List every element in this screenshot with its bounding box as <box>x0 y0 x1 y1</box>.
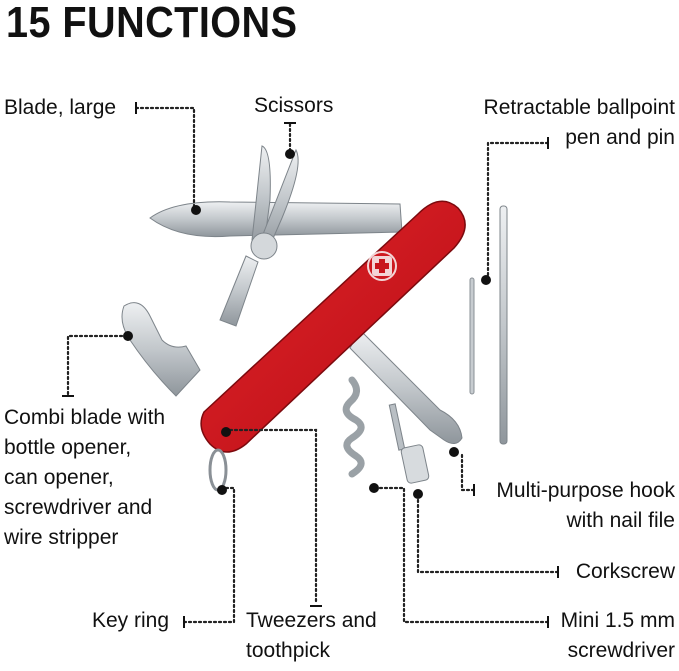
label-combi-blade: Combi blade with bottle opener, can open… <box>4 403 165 553</box>
label-combi-line3: can opener, <box>4 466 114 489</box>
label-combi-line5: wire stripper <box>4 526 119 549</box>
leader-ticks <box>62 102 559 628</box>
label-pen-line2: pen and pin <box>565 126 675 149</box>
swiss-cross-shield-icon <box>367 251 397 281</box>
combi-blade <box>121 302 201 397</box>
scissors <box>219 145 299 327</box>
label-combi-line1: Combi blade with <box>4 406 166 429</box>
label-blade-large: Blade, large <box>4 96 117 119</box>
label-scissors: Scissors <box>254 94 334 117</box>
label-pen-line1: Retractable ballpoint <box>483 96 675 119</box>
label-mini-screwdriver: Mini 1.5 mm screwdriver <box>561 606 675 666</box>
label-hook-line1: Multi-purpose hook <box>496 479 675 502</box>
corkscrew <box>342 376 365 478</box>
label-tweezers-line1: Tweezers and <box>246 609 377 632</box>
label-mini-line2: screwdriver <box>567 639 675 662</box>
red-handle <box>200 200 466 453</box>
leader-dots <box>123 149 491 499</box>
label-pen-and-pin: Retractable ballpoint pen and pin <box>484 93 675 153</box>
label-mini-line1: Mini 1.5 mm <box>560 609 675 632</box>
label-corkscrew: Corkscrew <box>575 560 675 583</box>
label-key-ring: Key ring <box>92 609 170 632</box>
label-tweezers-line2: toothpick <box>246 639 331 662</box>
label-hook-line2: with nail file <box>566 509 675 532</box>
page-title: 15 FUNCTIONS <box>6 0 298 47</box>
key-ring <box>208 448 228 492</box>
mini-screwdriver <box>388 403 430 484</box>
label-multi-purpose-hook: Multi-purpose hook with nail file <box>496 476 675 536</box>
leader-lines <box>66 106 560 624</box>
pen-and-pin <box>469 205 508 445</box>
label-combi-line4: screwdriver and <box>4 496 153 519</box>
label-combi-line2: bottle opener, <box>4 436 132 459</box>
multi-purpose-hook <box>349 329 463 444</box>
label-tweezers: Tweezers and toothpick <box>246 606 377 666</box>
